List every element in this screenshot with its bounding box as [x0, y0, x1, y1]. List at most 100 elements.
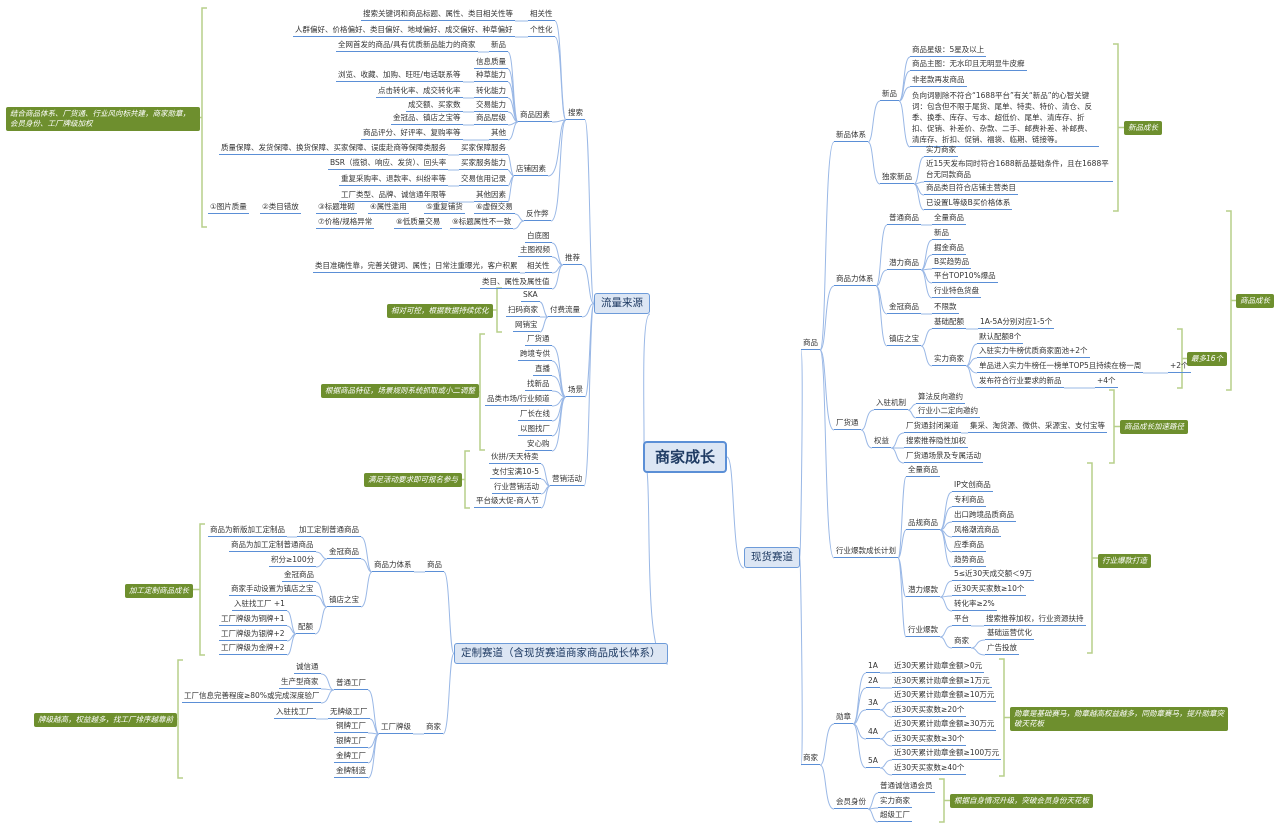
mindmap-node[interactable]: 默认配额8个 [977, 332, 1024, 344]
node-personalization[interactable]: 个性化 [528, 25, 555, 37]
node-product-factor[interactable]: 商品因素 [518, 110, 552, 122]
mindmap-node[interactable]: 应季商品 [952, 540, 986, 552]
mindmap-node[interactable]: 商品星级：5星及以上 [910, 45, 987, 57]
mindmap-node[interactable]: 基础配额 [932, 317, 966, 329]
node-custom-product[interactable]: 商品 [425, 560, 444, 572]
mindmap-node[interactable]: 近30天累计勋章金额≥100万元 [892, 748, 1002, 760]
mindmap-node[interactable]: 掘金商品 [932, 243, 966, 255]
mindmap-node[interactable]: 行业爆款成长计划 [834, 546, 898, 558]
mindmap-node[interactable]: ⑧低质量交易 [394, 217, 443, 229]
mindmap-node[interactable]: ④属性滥用 [368, 202, 409, 214]
mindmap-node[interactable]: 潜力爆款 [906, 585, 940, 597]
mindmap-node[interactable]: 近30天累计勋章金额≥30万元 [892, 719, 997, 731]
mindmap-node[interactable]: 近30天买家数≥30个 [892, 734, 967, 746]
mindmap-node[interactable]: 信息质量 [474, 57, 508, 69]
mindmap-node[interactable]: 单品进入实力牛榜任一榜单TOP5且持续在榜一周 [977, 361, 1144, 373]
mindmap-node[interactable]: 种草能力 [474, 70, 508, 82]
node-scene[interactable]: 场景 [566, 385, 585, 397]
node-recommend[interactable]: 推荐 [563, 253, 582, 265]
mindmap-node[interactable]: 1A [866, 661, 880, 673]
mindmap-node[interactable]: 人群偏好、价格偏好、类目偏好、地域偏好、成交偏好、种草偏好 [293, 25, 515, 37]
mindmap-node[interactable]: 行业营销活动 [492, 482, 541, 494]
branch-custom-track[interactable]: 定制赛道（含现货赛道商家商品成长体系） [454, 643, 668, 664]
mindmap-node[interactable]: 近30天买家数≥10个 [952, 584, 1027, 596]
mindmap-node[interactable]: 近30天累计勋章金额≥1万元 [892, 676, 992, 688]
mindmap-node[interactable]: 主图视频 [518, 245, 552, 257]
mindmap-node[interactable]: 行业特色货盘 [932, 286, 981, 298]
mindmap-node[interactable]: 商家 [952, 636, 971, 648]
mindmap-node[interactable]: 基础运营优化 [985, 628, 1034, 640]
mindmap-node[interactable]: 近30天累计勋章金额≥10万元 [892, 690, 997, 702]
node-campaign[interactable]: 营销活动 [550, 474, 584, 486]
mindmap-node[interactable]: 金冠商品 [282, 570, 316, 582]
mindmap-node[interactable]: 商品力体系 [834, 274, 876, 286]
mindmap-node[interactable]: 入驻找工厂 +1 [232, 599, 287, 611]
node-relevance[interactable]: 相关性 [528, 9, 555, 21]
mindmap-node[interactable]: 工厂信息完善程度≥80%或完成深度验厂 [182, 691, 322, 703]
mindmap-node[interactable]: 商家手动设置为镇店之宝 [229, 584, 316, 596]
mindmap-node[interactable]: 权益 [872, 436, 891, 448]
mindmap-node[interactable]: SKA [521, 290, 540, 302]
mindmap-node[interactable]: 加工定制普通商品 [297, 525, 361, 537]
mindmap-node[interactable]: 会员身份 [834, 797, 868, 809]
mindmap-node[interactable]: 全量商品 [932, 213, 966, 225]
root-node[interactable]: 商家成长 [643, 441, 728, 473]
mindmap-node[interactable]: 银牌工厂 [334, 736, 368, 748]
mindmap-node[interactable]: 金冠商品 [327, 547, 361, 559]
mindmap-node[interactable]: 平台级大促-商人节 [474, 496, 541, 508]
mindmap-node[interactable]: 非老款再发商品 [910, 75, 967, 87]
mindmap-node[interactable]: 3A [866, 698, 880, 710]
mindmap-node[interactable]: 普通工厂 [334, 678, 368, 690]
mindmap-node[interactable]: 实力商家 [878, 796, 912, 808]
mindmap-node[interactable]: 勋章 [834, 712, 853, 724]
branch-spot-track[interactable]: 现货赛道 [744, 547, 800, 568]
mindmap-node[interactable]: 其他因素 [474, 190, 508, 202]
mindmap-node[interactable]: 转化能力 [474, 86, 508, 98]
node-anti-cheat[interactable]: 反作弊 [524, 209, 551, 221]
mindmap-node[interactable]: 金冠品、镇店之宝等 [391, 113, 463, 125]
mindmap-node[interactable]: 平台TOP10%爆品 [932, 271, 998, 283]
mindmap-node[interactable]: +2个 [1168, 361, 1191, 373]
mindmap-node[interactable]: 搜索关键词和商品标题、属性、类目相关性等 [361, 9, 515, 21]
mindmap-node[interactable]: 工厂牌级为金牌+2 [219, 643, 287, 655]
mindmap-node[interactable]: 金牌制造 [334, 766, 368, 778]
mindmap-node[interactable]: BSR（揽锁、响应、发货）、回头率 [328, 158, 449, 170]
mindmap-node[interactable]: 买家服务能力 [459, 158, 508, 170]
mindmap-node[interactable]: 风格潮流商品 [952, 525, 1001, 537]
mindmap-node[interactable]: 出口跨境品质商品 [952, 510, 1016, 522]
mindmap-node[interactable]: 负向词剔除不符合“1688平台”有关“新品”的心智关键词：包含但不限于尾货、尾单… [910, 90, 1099, 147]
mindmap-node[interactable]: 全量商品 [906, 465, 940, 477]
mindmap-node[interactable]: 1A-5A分别对应1-5个 [978, 317, 1055, 329]
mindmap-node[interactable]: 近15天发布同时符合1688新品基础条件，且在1688平台无同款商品 [924, 158, 1113, 182]
mindmap-node[interactable]: 镇店之宝 [887, 334, 921, 346]
mindmap-node[interactable]: 厂货通 [834, 418, 861, 430]
mindmap-node[interactable]: 工厂牌级为铜牌+1 [219, 614, 287, 626]
mindmap-node[interactable]: 超级工厂 [878, 810, 912, 822]
mindmap-node[interactable]: 工厂牌级为银牌+2 [219, 629, 287, 641]
mindmap-node[interactable]: 直播 [533, 364, 552, 376]
mindmap-node[interactable]: 新品 [880, 89, 899, 101]
mindmap-node[interactable]: 新品 [489, 40, 508, 52]
mindmap-node[interactable]: 相关性 [525, 261, 552, 273]
mindmap-node[interactable]: 支付宝满10-5 [490, 467, 542, 479]
mindmap-node[interactable]: 品类市场/行业频道 [485, 394, 552, 406]
mindmap-node[interactable]: ②类目错放 [260, 202, 301, 214]
mindmap-node[interactable]: 新品体系 [834, 130, 868, 142]
mindmap-node[interactable]: 新品 [932, 228, 951, 240]
mindmap-node[interactable]: 交易能力 [474, 100, 508, 112]
mindmap-node[interactable]: 网销宝 [513, 320, 540, 332]
mindmap-node[interactable]: ⑦价格/规格异常 [316, 217, 375, 229]
mindmap-node[interactable]: ③标题堆砌 [316, 202, 357, 214]
mindmap-node[interactable]: 安心购 [525, 439, 552, 451]
mindmap-node[interactable]: 普通商品 [887, 213, 921, 225]
mindmap-node[interactable]: 积分≥100分 [269, 555, 317, 567]
mindmap-node[interactable]: 厂长在线 [518, 409, 552, 421]
mindmap-node[interactable]: 近30天买家数≥40个 [892, 763, 967, 775]
mindmap-node[interactable]: 无牌级工厂 [328, 707, 370, 719]
mindmap-node[interactable]: 趋势商品 [952, 555, 986, 567]
mindmap-node[interactable]: 镇店之宝 [327, 595, 361, 607]
mindmap-node[interactable]: 入驻找工厂 [274, 707, 316, 719]
mindmap-node[interactable]: 行业爆款 [906, 625, 940, 637]
mindmap-node[interactable]: 广告投放 [985, 643, 1019, 655]
mindmap-node[interactable]: 平台 [952, 614, 971, 626]
